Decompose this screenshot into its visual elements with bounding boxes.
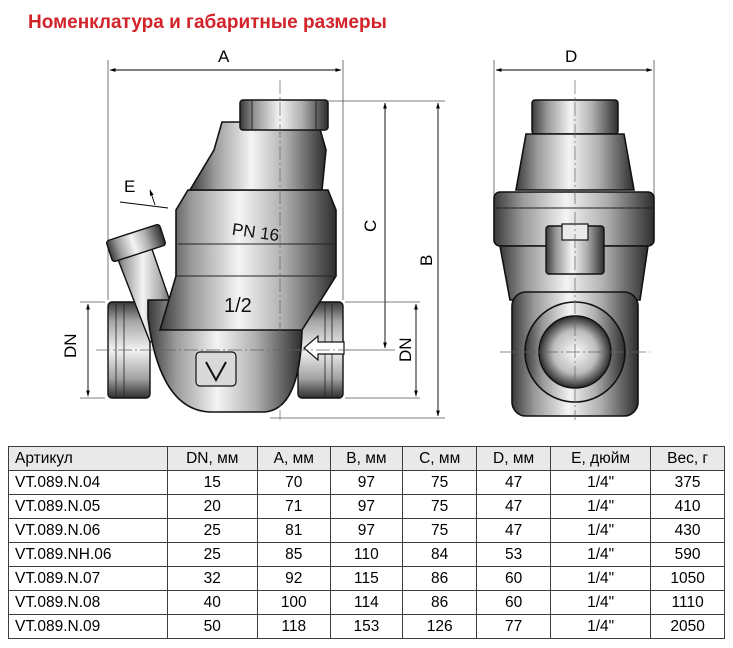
cell-e: 1/4" (550, 494, 652, 519)
dim-dn-left-label: DN (61, 333, 80, 358)
cell-d: 53 (476, 542, 552, 567)
cell-a: 92 (256, 566, 331, 591)
cell-dn: 50 (166, 614, 258, 639)
cell-b: 153 (329, 614, 404, 639)
table-row: VT.089.N.08 40 100 114 86 60 1/4" 1110 (8, 590, 725, 615)
cell-weight: 1050 (650, 566, 725, 591)
cell-article: VT.089.N.04 (8, 470, 168, 495)
cell-a: 85 (256, 542, 331, 567)
cell-a: 81 (256, 518, 331, 543)
cell-b: 114 (329, 590, 404, 615)
cell-article: VT.089.N.05 (8, 494, 168, 519)
table-row: VT.089.N.05 20 71 97 75 47 1/4" 410 (8, 494, 725, 519)
table-row: VT.089.NH.06 25 85 110 84 53 1/4" 590 (8, 542, 725, 567)
header-c: C, мм (402, 446, 478, 471)
cell-d: 47 (476, 470, 552, 495)
cell-dn: 15 (166, 470, 258, 495)
cell-article: VT.089.N.06 (8, 518, 168, 543)
dim-dn-right-label: DN (396, 337, 415, 362)
cell-weight: 590 (650, 542, 725, 567)
cell-b: 97 (329, 494, 404, 519)
cell-a: 71 (256, 494, 331, 519)
cell-dn: 40 (166, 590, 258, 615)
cell-article: VT.089.NH.06 (8, 542, 168, 567)
cell-c: 126 (402, 614, 478, 639)
table-row: VT.089.N.06 25 81 97 75 47 1/4" 430 (8, 518, 725, 543)
cell-weight: 375 (650, 470, 725, 495)
page-title: Номенклатура и габаритные размеры (28, 12, 387, 33)
cell-weight: 1110 (650, 590, 725, 615)
header-a: A, мм (256, 446, 331, 471)
cell-c: 84 (402, 542, 478, 567)
cell-d: 77 (476, 614, 552, 639)
cell-d: 60 (476, 590, 552, 615)
cell-d: 47 (476, 518, 552, 543)
cell-e: 1/4" (550, 470, 652, 495)
header-e: E, дюйм (550, 446, 652, 471)
table-row: VT.089.N.07 32 92 115 86 60 1/4" 1050 (8, 566, 725, 591)
dim-a-label: A (218, 47, 230, 66)
table-row: VT.089.N.09 50 118 153 126 77 1/4" 2050 (8, 614, 725, 639)
cell-e: 1/4" (550, 518, 652, 543)
dim-c-label: C (361, 220, 380, 232)
cell-c: 86 (402, 590, 478, 615)
side-view: D (493, 47, 655, 420)
specification-table: Артикул DN, мм A, мм B, мм C, мм D, мм E… (8, 446, 725, 639)
cell-e: 1/4" (550, 614, 652, 639)
dim-b-label: B (417, 255, 436, 266)
cell-d: 60 (476, 566, 552, 591)
cell-c: 75 (402, 494, 478, 519)
cell-b: 97 (329, 470, 404, 495)
cell-a: 118 (256, 614, 331, 639)
cell-dn: 32 (166, 566, 258, 591)
cell-weight: 2050 (650, 614, 725, 639)
cell-e: 1/4" (550, 590, 652, 615)
cell-dn: 25 (166, 518, 258, 543)
cell-d: 47 (476, 494, 552, 519)
cell-weight: 430 (650, 518, 725, 543)
header-article: Артикул (8, 446, 168, 471)
cell-b: 110 (329, 542, 404, 567)
cell-b: 97 (329, 518, 404, 543)
header-dn: DN, мм (166, 446, 258, 471)
cell-dn: 25 (166, 542, 258, 567)
table-row: VT.089.N.04 15 70 97 75 47 1/4" 375 (8, 470, 725, 495)
table-header-row: Артикул DN, мм A, мм B, мм C, мм D, мм E… (8, 446, 725, 471)
front-view: A C B DN DN E (61, 47, 445, 420)
body-size-marking: 1/2 (224, 295, 252, 317)
dim-d-label: D (565, 47, 577, 66)
cell-c: 75 (402, 470, 478, 495)
cell-c: 75 (402, 518, 478, 543)
cell-a: 100 (256, 590, 331, 615)
technical-drawing: A C B DN DN E (61, 47, 655, 420)
cell-e: 1/4" (550, 542, 652, 567)
cell-weight: 410 (650, 494, 725, 519)
cell-article: VT.089.N.09 (8, 614, 168, 639)
cell-e: 1/4" (550, 566, 652, 591)
header-d: D, мм (476, 446, 552, 471)
header-b: B, мм (329, 446, 404, 471)
dim-e-label: E (124, 177, 135, 196)
cell-c: 86 (402, 566, 478, 591)
cell-article: VT.089.N.07 (8, 566, 168, 591)
header-weight: Вес, г (650, 446, 725, 471)
cell-article: VT.089.N.08 (8, 590, 168, 615)
cell-dn: 20 (166, 494, 258, 519)
cell-a: 70 (256, 470, 331, 495)
cell-b: 115 (329, 566, 404, 591)
